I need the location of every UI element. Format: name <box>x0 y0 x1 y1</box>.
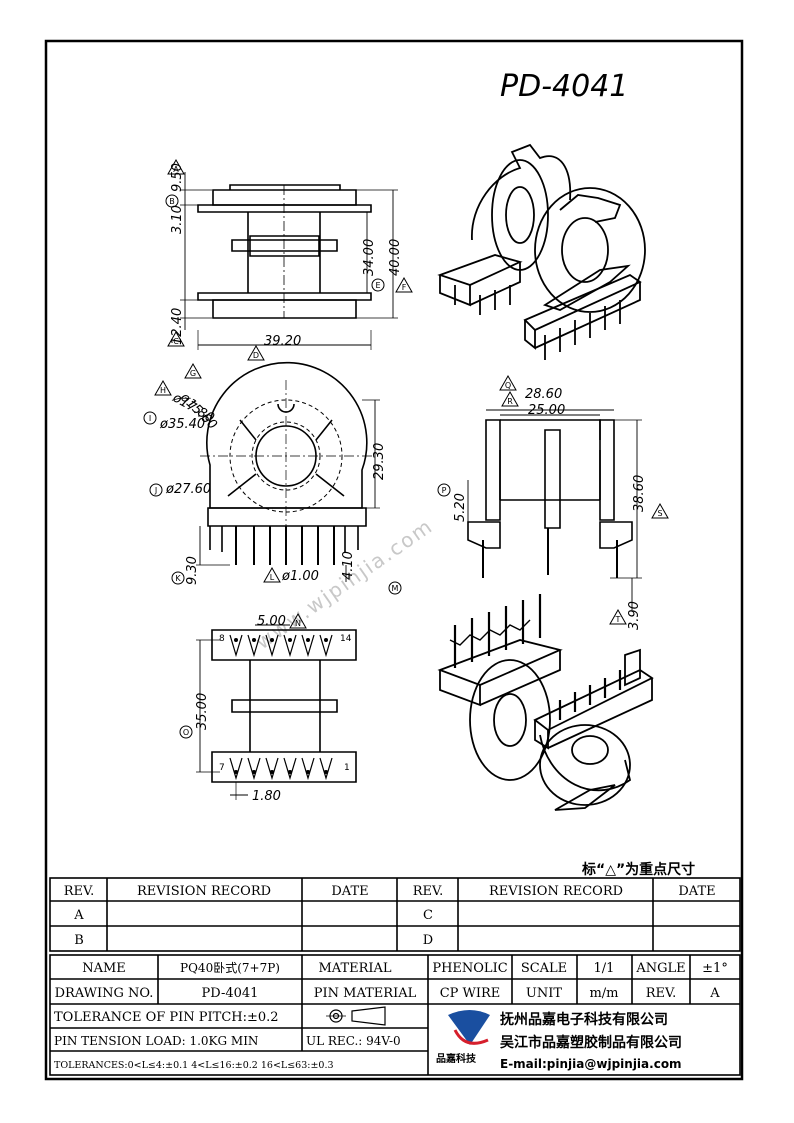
dim-k: 9.30 <box>185 556 200 585</box>
rev-date-header-left: DATE <box>331 884 368 899</box>
isometric-view-top <box>437 143 646 360</box>
mark-f: F <box>402 283 407 292</box>
mark-c: C <box>173 337 179 346</box>
company-email: E-mail:pinjia@wjpinjia.com <box>500 1057 682 1071</box>
marks-view4 <box>437 374 669 625</box>
info-table <box>49 954 741 1076</box>
dim-d: 39.20 <box>264 334 301 349</box>
dim-t: 3.90 <box>627 601 642 630</box>
rev-record-header-right: REVISION RECORD <box>489 884 623 899</box>
material-label: MATERIAL <box>318 961 391 976</box>
revision-table <box>49 877 741 952</box>
rev-row-d: D <box>423 933 433 948</box>
dim-a: 9.50 <box>170 163 185 192</box>
rev-row-b: B <box>74 933 84 948</box>
drawing-title: PD-4041 <box>500 69 628 104</box>
dim-b: 3.10 <box>170 205 185 234</box>
mark-i: I <box>149 414 151 423</box>
unit-label: UNIT <box>526 986 562 1001</box>
side-view-right <box>467 409 642 610</box>
rev-date-header-right: DATE <box>678 884 715 899</box>
key-dimension-note: 标“△”为重点尺寸 <box>581 861 695 878</box>
drawing-no-value: PD-4041 <box>202 986 259 1001</box>
mark-o: O <box>183 728 189 737</box>
dim-u: 5.00 <box>257 614 286 629</box>
tolerances: TOLERANCES:0<L≤4:±0.1 4<L≤16:±0.2 16<L≤6… <box>54 1060 334 1071</box>
dim-v: 35.00 <box>195 693 210 730</box>
bottom-view <box>196 624 357 800</box>
scale-value: 1/1 <box>594 961 615 976</box>
mark-s: S <box>657 509 662 518</box>
mark-b: B <box>169 197 175 206</box>
pin-7: 7 <box>219 763 225 773</box>
mark-k: K <box>175 574 181 583</box>
marks-view3 <box>143 362 402 595</box>
dim-l: ø1.00 <box>281 569 319 584</box>
outer-frame <box>44 39 744 1081</box>
mark-n: N <box>295 619 301 628</box>
mark-m: M <box>392 584 399 593</box>
rev-row-a: A <box>73 908 84 923</box>
tolerance-pin-pitch: TOLERANCE OF PIN PITCH:±0.2 <box>54 1010 279 1025</box>
pin-14: 14 <box>340 634 352 644</box>
dim-e: 34.00 <box>362 239 377 276</box>
dim-r: 25.00 <box>528 403 565 418</box>
rev-row-c: C <box>423 908 433 923</box>
dim-j: ø27.60 <box>165 482 211 497</box>
rev-value: A <box>709 986 720 1001</box>
front-view <box>196 361 380 582</box>
name-label: NAME <box>82 961 126 976</box>
dim-q: 28.60 <box>525 387 562 402</box>
mark-e: E <box>375 281 380 290</box>
pin-material-value: CP WIRE <box>440 986 501 1001</box>
marks-view5 <box>179 612 307 739</box>
side-view <box>180 172 398 350</box>
projection-symbol <box>326 1006 386 1026</box>
company-logo: 品嘉科技 <box>436 1010 490 1065</box>
isometric-view-bottom <box>437 594 654 811</box>
drawing-no-label: DRAWING NO. <box>55 986 154 1001</box>
pin-8: 8 <box>219 634 225 644</box>
dim-w: 1.80 <box>252 789 281 804</box>
unit-value: m/m <box>589 986 618 1001</box>
mark-j: J <box>154 486 157 495</box>
dim-f: 40.00 <box>388 239 403 276</box>
rev-header-left: REV. <box>64 884 95 899</box>
mark-a: A <box>173 165 179 174</box>
pin-tension: PIN TENSION LOAD: 1.0KG MIN <box>54 1034 258 1048</box>
mark-q: Q <box>505 381 511 390</box>
rev-header-right: REV. <box>413 884 444 899</box>
rev-label: REV. <box>646 986 677 1001</box>
pin-material-label: PIN MATERIAL <box>314 986 417 1001</box>
mark-h: H <box>160 386 166 395</box>
scale-label: SCALE <box>521 961 567 976</box>
logo-text: 品嘉科技 <box>436 1052 477 1065</box>
mark-l: L <box>270 573 275 582</box>
dim-n: 29.30 <box>372 443 387 480</box>
company-name-1: 抚州品嘉电子科技有限公司 <box>500 1011 668 1028</box>
dim-s: 38.60 <box>632 475 647 512</box>
dim-m: 4.10 <box>341 551 356 580</box>
material-value: PHENOLIC <box>432 961 507 976</box>
marks-view1 <box>165 158 413 361</box>
name-value: PQ40卧式(7+7P) <box>180 961 280 975</box>
rev-record-header-left: REVISION RECORD <box>137 884 271 899</box>
company-name-2: 吴江市品嘉塑胶制品有限公司 <box>500 1034 682 1051</box>
dim-p: 5.20 <box>453 493 468 522</box>
ul-rec: UL REC.: 94V-0 <box>306 1034 401 1048</box>
pin-1: 1 <box>344 763 350 773</box>
mark-p: P <box>442 486 447 495</box>
mark-d: D <box>253 351 259 360</box>
dim-i: ø35.40 <box>159 417 205 432</box>
mark-r: R <box>507 397 513 406</box>
angle-label: ANGLE <box>635 961 685 976</box>
mark-g: G <box>190 369 196 378</box>
mark-t: T <box>615 615 621 624</box>
angle-value: ±1° <box>702 961 728 976</box>
